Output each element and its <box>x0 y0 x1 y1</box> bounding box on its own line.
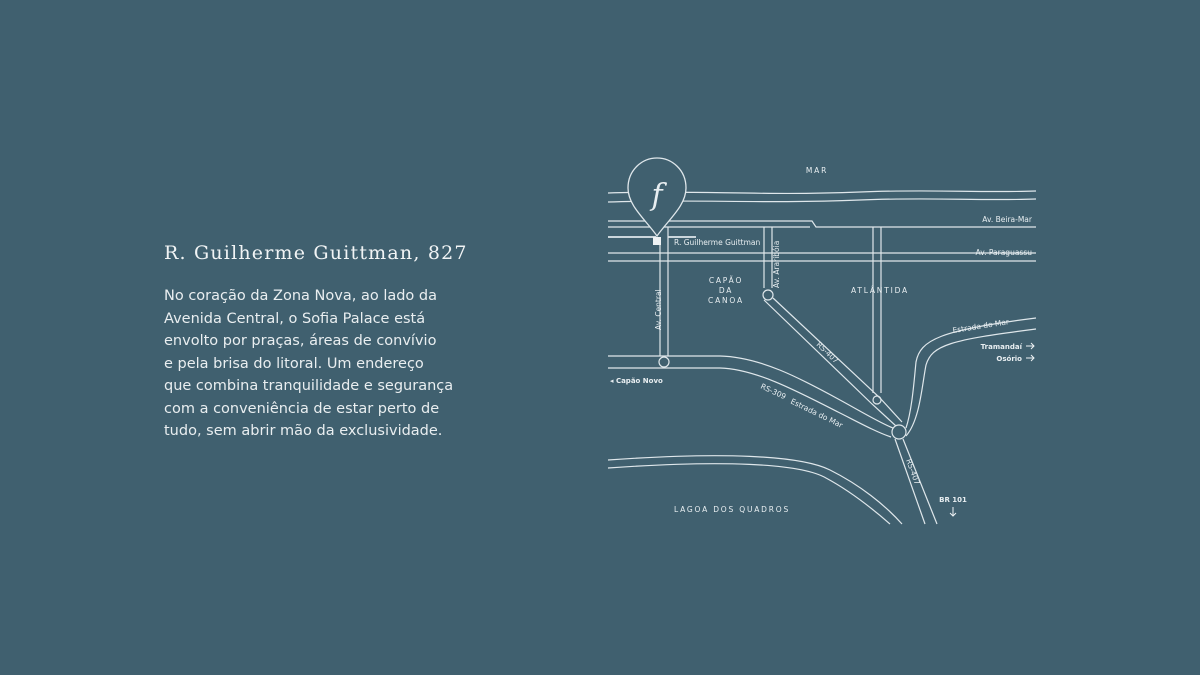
label-av-araringa: Av. Araribóia <box>772 241 781 288</box>
label-capao-novo: ◂ Capão Novo <box>610 377 663 385</box>
location-pin: f <box>627 157 687 245</box>
label-estrada-do-mar-upper: Estrada do Mar <box>952 317 1011 335</box>
lagoa-shore-south <box>607 463 891 525</box>
road-rs309-north <box>608 355 894 429</box>
label-sea: MAR <box>806 166 828 175</box>
label-br101: BR 101 <box>939 496 967 504</box>
lagoa-shore-north <box>607 455 903 525</box>
destination-osorio: Osório <box>996 354 1035 363</box>
description-line: que combina tranquilidade e segurança <box>164 378 454 394</box>
label-guittman: R. Guilherme Guittman <box>674 238 761 247</box>
destination-tramandai: Tramandaí <box>981 342 1035 351</box>
label-beira-mar: Av. Beira-Mar <box>982 215 1033 224</box>
label-osorio: Osório <box>996 355 1022 363</box>
road-estrada-do-mar-inner <box>905 328 1037 437</box>
address-title: R. Guilherme Guittman, 827 <box>164 242 468 264</box>
pin-marker-square <box>653 237 661 245</box>
label-capao-2: DA <box>719 286 733 295</box>
road-rs407-south-east <box>902 438 938 525</box>
label-capao-1: CAPÃO <box>709 276 743 285</box>
roundabout-central <box>658 356 670 368</box>
label-lagoa: LAGOA DOS QUADROS <box>674 505 790 514</box>
road-rs309-south <box>608 367 892 438</box>
label-paraguassu: Av. Paraguassu <box>976 248 1033 257</box>
road-rs407-east <box>772 297 903 423</box>
road-rs407-south-west <box>894 438 926 525</box>
label-rs309: RS-309 <box>759 382 787 402</box>
location-description: No coração da Zona Nova, ao lado da Aven… <box>164 285 464 443</box>
roundabout-main <box>891 424 907 440</box>
arrow-down-icon <box>949 507 957 517</box>
description-line: Avenida Central, o Sofia Palace está <box>164 310 426 327</box>
destination-br101: BR 101 <box>939 496 967 517</box>
description-line: tudo, sem abrir mão da exclusividade. <box>164 423 443 439</box>
label-capao-3: CANOA <box>708 296 744 305</box>
description-line: envolto por praças, áreas de convívio <box>164 333 437 349</box>
label-av-central: Av. Central <box>654 289 663 330</box>
label-tramandai: Tramandaí <box>981 343 1023 351</box>
road-rs407-west <box>763 299 897 427</box>
road-beira-mar <box>608 220 1036 228</box>
description-line: No coração da Zona Nova, ao lado da <box>164 288 438 304</box>
label-atlantida: ATLÂNTIDA <box>851 286 909 295</box>
roundabout-araringa <box>762 289 774 301</box>
description-line: e pela brisa do litoral. Um endereço <box>164 355 424 372</box>
arrow-right-icon <box>1026 354 1035 362</box>
description-line: com a conveniência de estar perto de <box>164 400 440 417</box>
road-estrada-do-mar-outer <box>905 317 1037 429</box>
arrow-right-icon <box>1026 342 1035 350</box>
